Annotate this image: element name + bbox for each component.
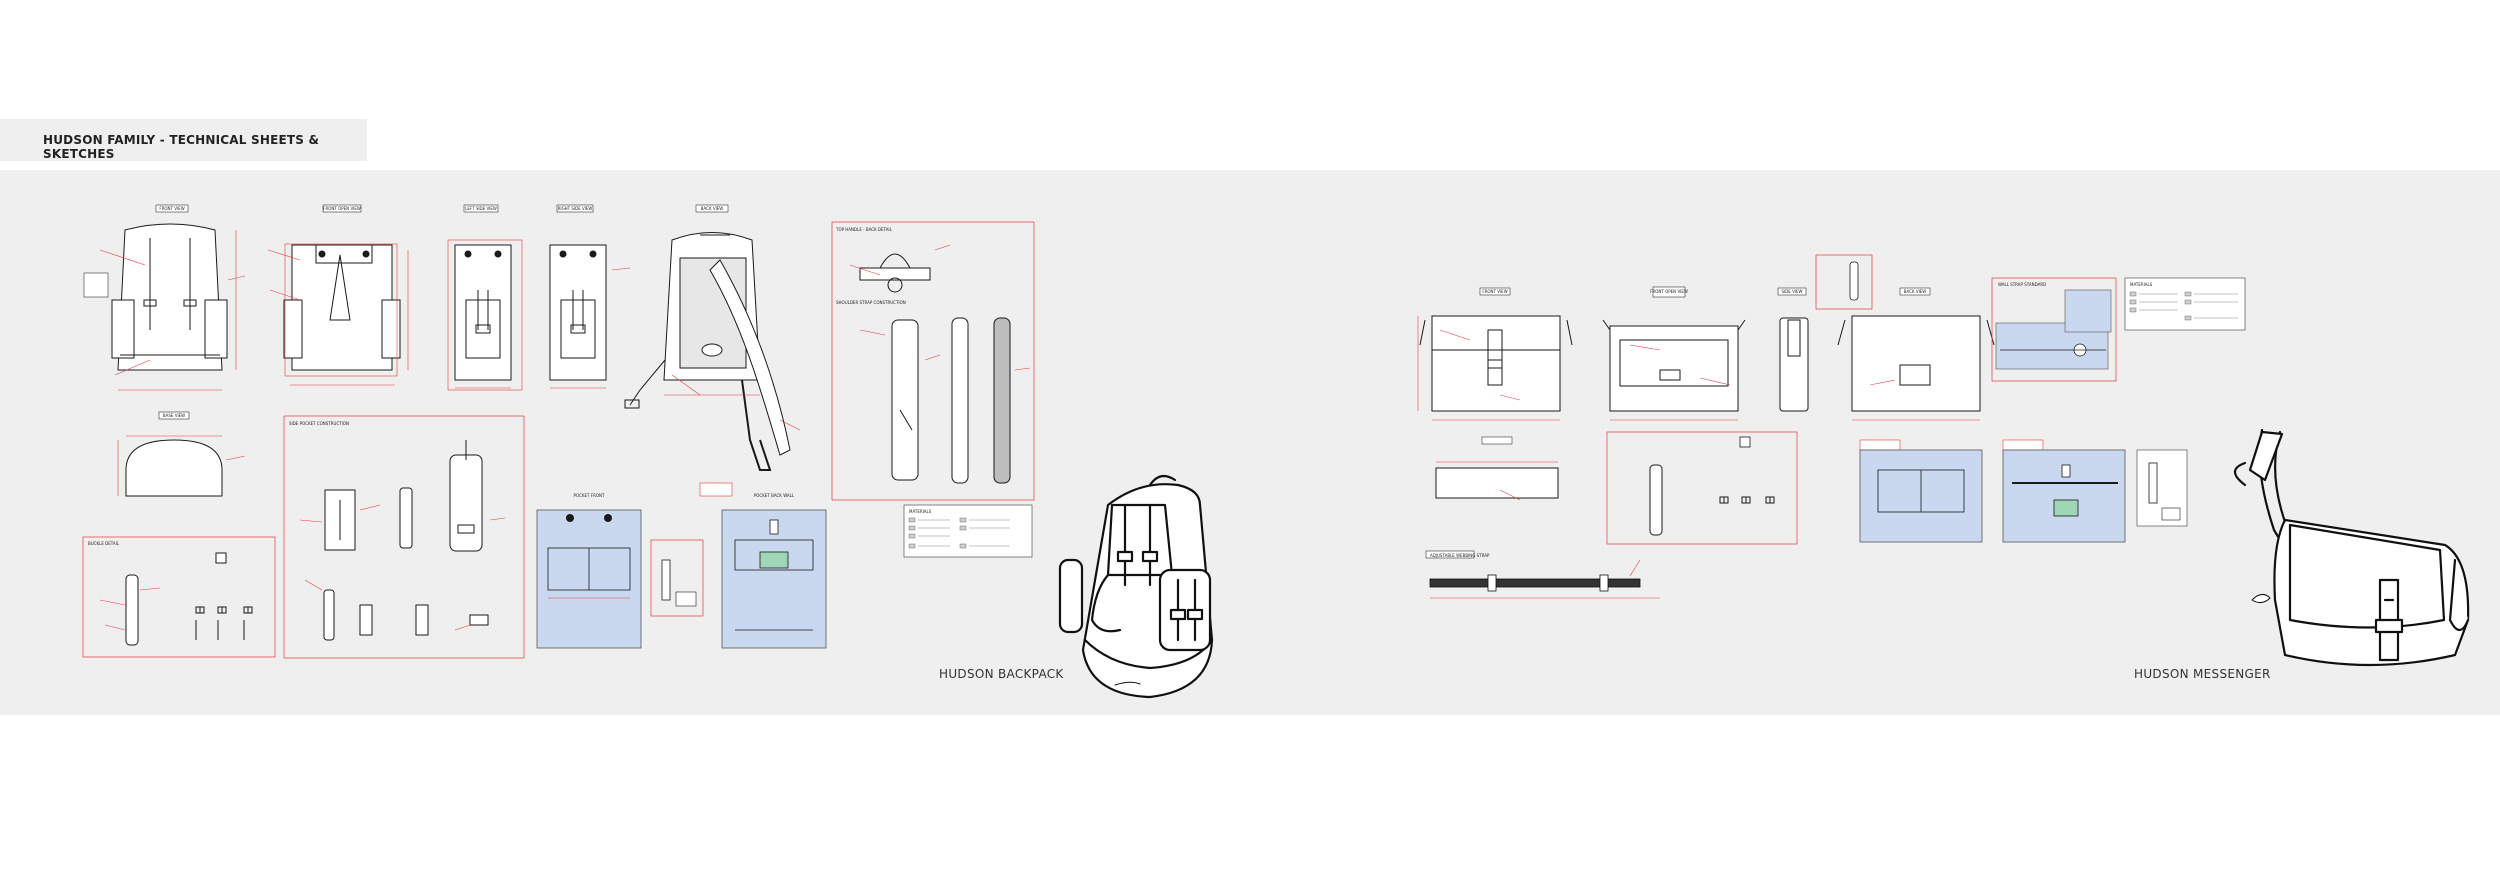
messenger-side-view [1779, 317, 1809, 412]
messenger-back-view [1837, 315, 1995, 412]
messenger-front-annotations [1417, 316, 1560, 421]
messenger-front-open-annotations [1610, 344, 1738, 421]
pocket-front-panel: POCKET FRONT [536, 493, 642, 649]
messenger-label-standard [2136, 449, 2188, 527]
backpack-view-headers: FRONT VIEW FRONT OPEN VIEW LEFT SIDE VIE… [155, 204, 729, 213]
pocket-back-wall-panel: POCKET BACK WALL [699, 482, 827, 649]
backpack-materials-legend: MATERIALS [903, 504, 1033, 558]
view-header-front: FRONT VIEW [159, 206, 184, 211]
messenger-base-view [1435, 436, 1559, 501]
backpack-front-view [83, 223, 228, 371]
messenger-materials-title: MATERIALS [2130, 282, 2153, 287]
backpack-front-open-annotations [267, 243, 409, 386]
backpack-illustration [1058, 474, 1214, 699]
messenger-top-detail [1815, 254, 1873, 310]
messenger-product-label: HUDSON MESSENGER [2134, 667, 2271, 681]
messenger-header-front-open: FRONT OPEN VIEW [1650, 289, 1688, 294]
top-handle-title: TOP HANDLE - BACK DETAIL [835, 227, 893, 232]
backpack-back-view [624, 232, 791, 471]
view-header-back: BACK VIEW [701, 206, 724, 211]
backpack-base-view: BASE VIEW [117, 411, 246, 497]
buckle-detail-title: BUCKLE DETAIL [88, 541, 120, 546]
messenger-view-headers: FRONT VIEW FRONT OPEN VIEW SIDE VIEW BAC… [1479, 286, 1931, 298]
back-wall-title: POCKET BACK WALL [754, 493, 795, 498]
messenger-buckle-panel [1606, 431, 1798, 545]
label-standard-panel [650, 539, 704, 617]
backpack-back-annotations [664, 374, 801, 431]
adjustable-strap: ADJUSTABLE WEBBING STRAP [1425, 550, 1660, 599]
buckle-detail-panel: BUCKLE DETAIL [82, 536, 276, 658]
backpack-right-side-view [549, 244, 607, 381]
view-header-right-side: RIGHT SIDE VIEW [558, 206, 593, 211]
wall-strap-panel: WALL STRAP STANDARD [1991, 277, 2117, 382]
messenger-pocket-front [1859, 439, 1983, 543]
backpack-left-side-view [454, 244, 512, 381]
backpack-right-side-annotations [550, 267, 631, 389]
title-bar: HUDSON FAMILY - TECHNICAL SHEETS & SKETC… [0, 119, 367, 161]
backpack-product-label: HUDSON BACKPACK [939, 667, 1064, 681]
strap-construction-panel: TOP HANDLE - BACK DETAIL SHOULDER STRAP … [831, 221, 1035, 501]
wall-strap-title: WALL STRAP STANDARD [1998, 282, 2046, 287]
messenger-front-open-view [1602, 319, 1746, 412]
view-header-front-open: FRONT OPEN VIEW [323, 206, 361, 211]
messenger-header-front: FRONT VIEW [1482, 289, 1507, 294]
adjustable-strap-title: ADJUSTABLE WEBBING STRAP [1430, 553, 1490, 558]
side-pocket-title: SIDE POCKET CONSTRUCTION [289, 421, 349, 426]
pocket-front-title: POCKET FRONT [574, 493, 605, 498]
side-pocket-panel: SIDE POCKET CONSTRUCTION [283, 415, 525, 659]
page-title: HUDSON FAMILY - TECHNICAL SHEETS & SKETC… [43, 133, 320, 161]
backpack-front-annotations [99, 230, 246, 391]
shoulder-strap-title: SHOULDER STRAP CONSTRUCTION [836, 300, 906, 305]
messenger-materials-legend: MATERIALS [2124, 277, 2246, 331]
messenger-header-back: BACK VIEW [1904, 289, 1927, 294]
backpack-front-open-view [283, 244, 401, 371]
backpack-materials-title: MATERIALS [909, 509, 932, 514]
messenger-pocket-back [2002, 439, 2126, 543]
view-header-left-side: LEFT SIDE VIEW [465, 206, 497, 211]
backpack-left-side-annotations [447, 239, 523, 391]
messenger-front-view [1419, 315, 1573, 412]
messenger-illustration [2233, 428, 2470, 667]
base-view-title: BASE VIEW [163, 413, 185, 418]
messenger-header-side: SIDE VIEW [1782, 289, 1803, 294]
messenger-back-annotations [1852, 379, 1980, 421]
